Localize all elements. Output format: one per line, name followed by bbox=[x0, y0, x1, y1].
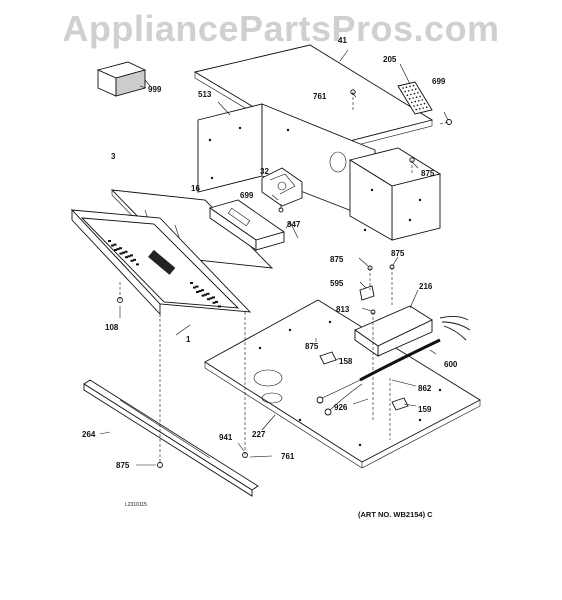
part-32-drawing bbox=[261, 167, 303, 207]
label-part-600: 600 bbox=[444, 360, 458, 369]
label-part-875-e: 875 bbox=[116, 461, 130, 470]
part-1-drawing bbox=[70, 208, 252, 316]
label-part-595: 595 bbox=[330, 279, 344, 288]
label-part-999: 999 bbox=[148, 85, 162, 94]
label-part-941: 941 bbox=[219, 433, 233, 442]
label-part-227: 227 bbox=[252, 430, 266, 439]
label-part-813: 813 bbox=[336, 305, 350, 314]
part-513-drawing bbox=[197, 101, 376, 221]
label-part-875: 875 bbox=[421, 169, 435, 178]
label-part-264: 264 bbox=[82, 430, 96, 439]
small-brackets bbox=[319, 285, 409, 411]
label-part-158: 158 bbox=[339, 357, 353, 366]
label-part-875-d: 875 bbox=[305, 342, 319, 351]
part-216-drawing bbox=[354, 305, 433, 357]
label-part-699-b: 699 bbox=[240, 191, 254, 200]
label-part-761-b: 761 bbox=[281, 452, 295, 461]
watermark: AppliancePartsPros.com bbox=[62, 8, 500, 49]
alignment-lines bbox=[119, 92, 450, 462]
label-part-862: 862 bbox=[418, 384, 432, 393]
label-part-205: 205 bbox=[383, 55, 397, 64]
label-part-1: 1 bbox=[186, 335, 191, 344]
label-part-159: 159 bbox=[418, 405, 432, 414]
part-labels: 41 205 699 999 761 513 3 875 32 16 699 8… bbox=[82, 36, 458, 470]
part-600-drawing bbox=[316, 315, 471, 416]
diagram-code: L2310115 bbox=[125, 502, 147, 508]
part-16-drawing bbox=[208, 199, 286, 251]
art-number: (ART NO. WB2154) C bbox=[358, 510, 433, 519]
label-part-216: 216 bbox=[419, 282, 433, 291]
label-part-108: 108 bbox=[105, 323, 119, 332]
label-part-761: 761 bbox=[313, 92, 327, 101]
label-part-875-b: 875 bbox=[330, 255, 344, 264]
label-part-875-c: 875 bbox=[391, 249, 405, 258]
label-part-16: 16 bbox=[191, 184, 200, 193]
part-999-drawing bbox=[96, 61, 151, 97]
label-part-699: 699 bbox=[432, 77, 446, 86]
side-box-drawing bbox=[348, 147, 442, 241]
label-part-847: 847 bbox=[287, 220, 301, 229]
part-264-drawing bbox=[83, 379, 259, 497]
part-227-drawing bbox=[204, 299, 481, 469]
leader-lines bbox=[99, 85, 449, 466]
label-part-32: 32 bbox=[260, 167, 269, 176]
part-205-drawing bbox=[397, 63, 433, 115]
label-part-513: 513 bbox=[198, 90, 212, 99]
label-part-926: 926 bbox=[334, 403, 348, 412]
label-part-41: 41 bbox=[338, 36, 347, 45]
label-part-3: 3 bbox=[111, 152, 116, 161]
